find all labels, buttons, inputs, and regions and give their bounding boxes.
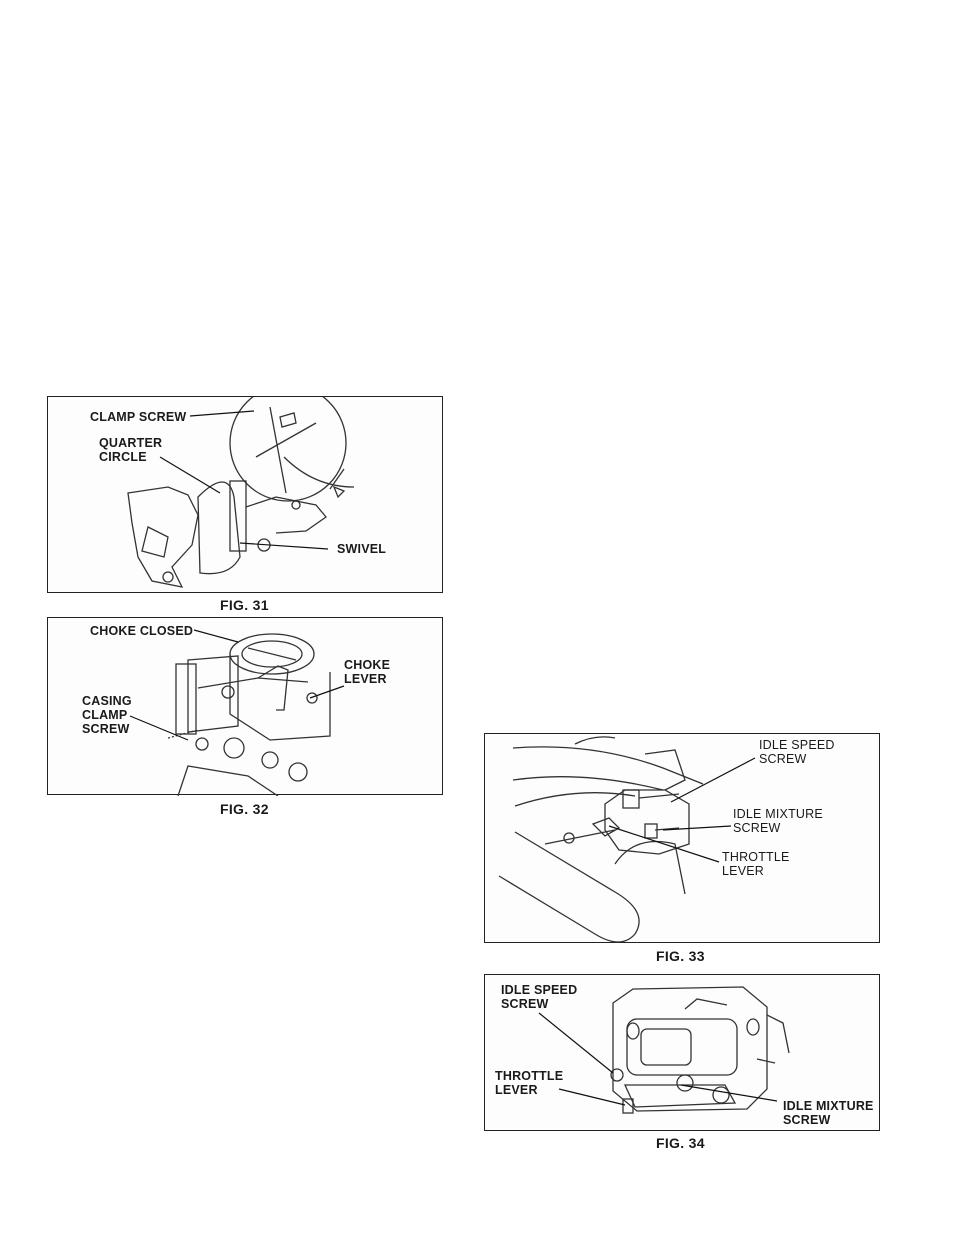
fig-31-caption: FIG. 31 bbox=[220, 597, 269, 613]
quarter-circle-label: QUARTER CIRCLE bbox=[99, 436, 162, 464]
casing-clamp-screw-label: CASING CLAMP SCREW bbox=[82, 694, 132, 736]
fig-34-caption: FIG. 34 bbox=[656, 1135, 705, 1151]
figure-34: IDLE SPEED SCREW THROTTLE LEVER IDLE MIX… bbox=[484, 974, 880, 1131]
fig-33-caption: FIG. 33 bbox=[656, 948, 705, 964]
idle-mixture-screw-label: IDLE MIXTURE SCREW bbox=[783, 1099, 874, 1127]
throttle-lever-label: THROTTLE LEVER bbox=[495, 1069, 563, 1097]
choke-closed-label: CHOKE CLOSED bbox=[90, 624, 193, 638]
fig-32-caption: FIG. 32 bbox=[220, 801, 269, 817]
clamp-screw-label: CLAMP SCREW bbox=[90, 410, 186, 424]
idle-speed-screw-label: IDLE SPEED SCREW bbox=[759, 738, 835, 766]
choke-lever-label: CHOKE LEVER bbox=[344, 658, 390, 686]
figure-31: CLAMP SCREW QUARTER CIRCLE SWIVEL bbox=[47, 396, 443, 593]
figure-33: IDLE SPEED SCREW IDLE MIXTURE SCREW THRO… bbox=[484, 733, 880, 943]
idle-speed-screw-label: IDLE SPEED SCREW bbox=[501, 983, 577, 1011]
swivel-label: SWIVEL bbox=[337, 542, 386, 556]
carburetor-linkage-illustration bbox=[48, 397, 444, 594]
throttle-lever-label: THROTTLE LEVER bbox=[722, 850, 790, 878]
figure-32: CHOKE CLOSED CHOKE LEVER CASING CLAMP SC… bbox=[47, 617, 443, 795]
idle-mixture-screw-label: IDLE MIXTURE SCREW bbox=[733, 807, 823, 835]
